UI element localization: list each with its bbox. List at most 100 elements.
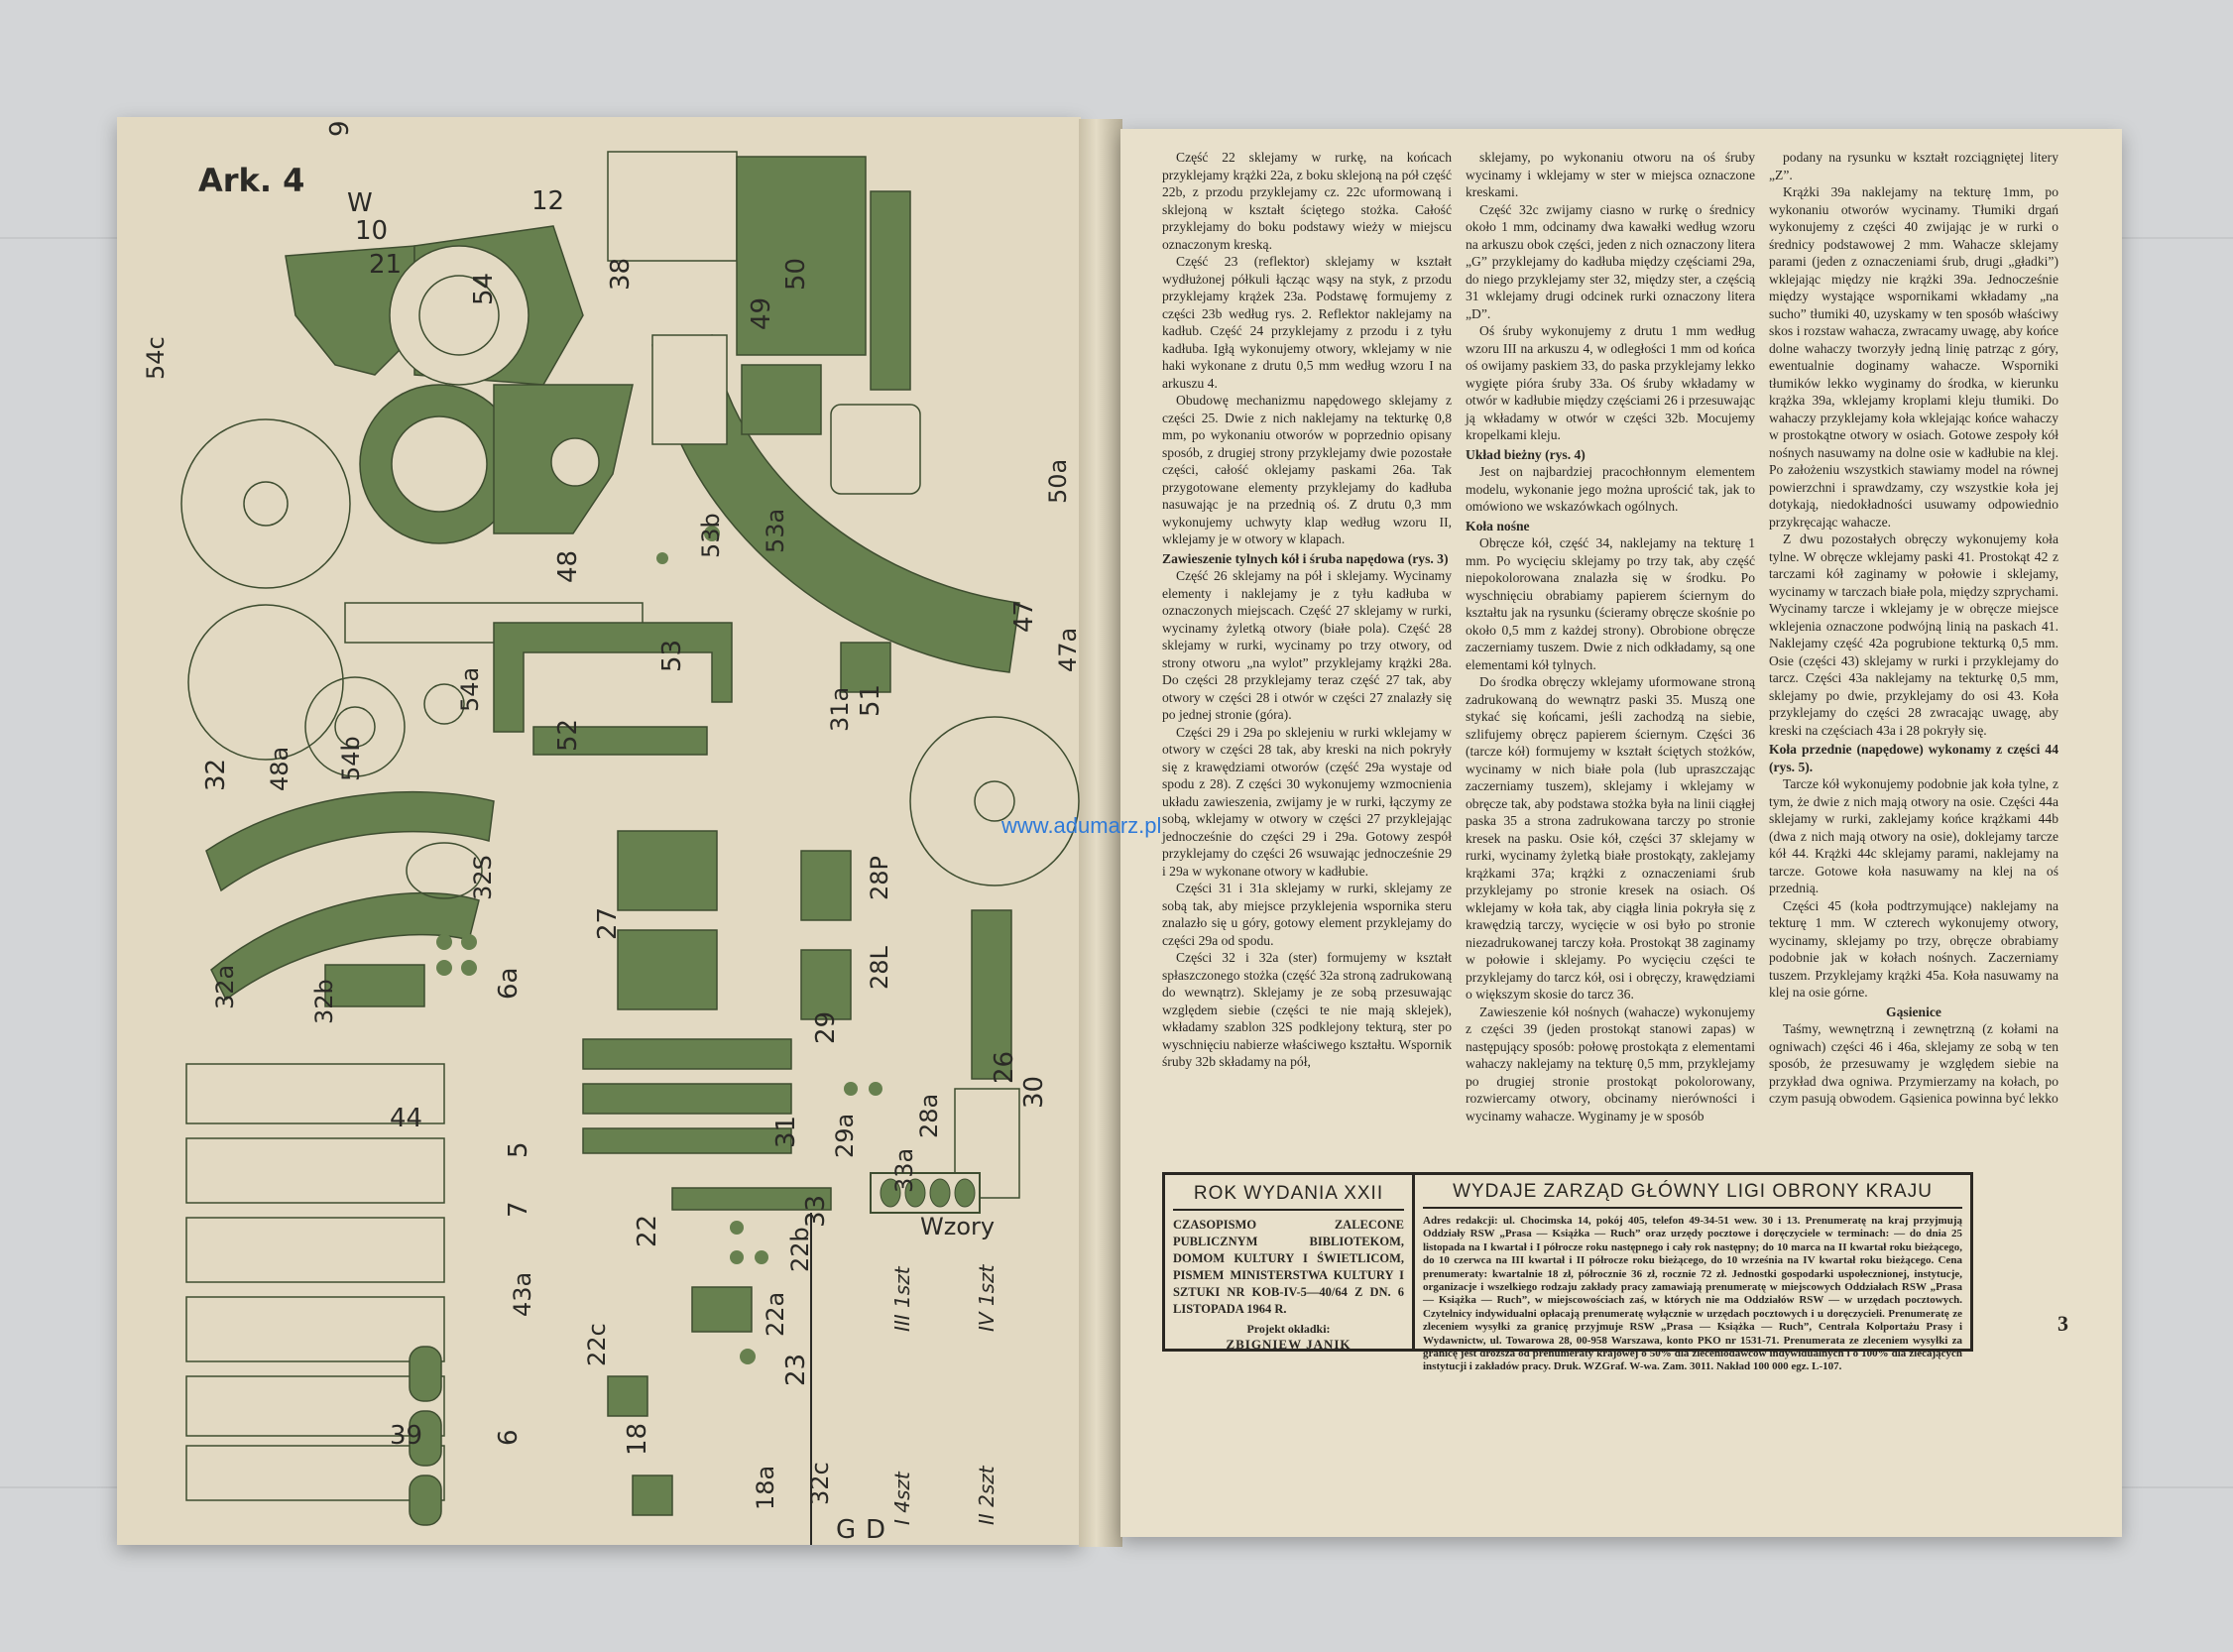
part-circle-9 (423, 683, 465, 725)
part-18 (607, 1375, 648, 1417)
part-label: 6a (494, 967, 524, 1000)
paragraph: sklejamy, po wykonaniu otworu na oś śrub… (1466, 150, 1755, 199)
part-circle-54c (180, 418, 351, 589)
part-spring-23 (691, 1286, 753, 1333)
paragraph: Do środka obręczy wklejamy uformowane st… (1466, 674, 1755, 1002)
part-label: 7 (504, 1201, 533, 1218)
part-ring-hole (391, 415, 488, 513)
sheet-title: Ark. 4 (198, 162, 305, 199)
wzory-item: II 2szt (975, 1466, 999, 1525)
part-27 (617, 830, 718, 911)
part-label: 39 (390, 1421, 423, 1451)
part-label: 48a (266, 746, 294, 791)
part-label: 9 (325, 120, 355, 137)
part-strip-44 (185, 1063, 445, 1124)
wzory-item: IV 1szt (975, 1264, 999, 1332)
part-u-53 (493, 622, 733, 733)
part-label: G (836, 1515, 857, 1545)
paragraph: Części 31 i 31a sklejamy w rurki, skleja… (1162, 881, 1452, 948)
wzory-item: I 4szt (890, 1472, 914, 1525)
part-label: 6 (494, 1429, 524, 1446)
part-label: 51 (856, 683, 885, 717)
part-30 (971, 909, 1012, 1080)
publisher-title: WYDAJE ZARZĄD GŁÓWNY LIGI OBRONY KRAJU (1423, 1181, 1962, 1209)
paragraph: Obudowę mechanizmu napędowego sklejamy z… (1162, 393, 1452, 546)
subheading: Gąsienice (1886, 1003, 1941, 1019)
text-column-1: Część 22 sklejamy w rurkę, na końcach pr… (1162, 149, 1452, 1071)
paragraph: podany na rysunku w kształt rozciągnięte… (1769, 150, 2058, 182)
wzory-item: III 1szt (890, 1266, 914, 1332)
paragraph: Oś śruby wykonujemy z drutu 1 mm według … (1466, 323, 1755, 442)
page-number: 3 (2057, 1311, 2068, 1336)
part-label: 18 (623, 1422, 652, 1456)
part-circle (550, 437, 600, 487)
part-card (651, 334, 728, 445)
imprint-box: ROK WYDANIA XXII CZASOPISMO ZALECONE PUB… (1162, 1172, 1973, 1372)
paragraph: Część 26 sklejamy na pół i sklejamy. Wyc… (1162, 568, 1452, 722)
subheading: Koła nośne (1466, 518, 1530, 533)
part-31 (582, 1127, 792, 1154)
cutout-sheet (180, 151, 1080, 1545)
part-label: 27 (593, 906, 623, 940)
subheading: Koła przednie (napędowe) wykonamy z częś… (1769, 742, 2058, 774)
part-label: 47 (1009, 599, 1039, 633)
part-label: 47a (1054, 627, 1082, 672)
part-32b (324, 964, 425, 1007)
part-circle (418, 275, 500, 356)
part-circle-47a (909, 716, 1080, 886)
part-label: 33a (890, 1147, 918, 1193)
part-rect (741, 364, 822, 435)
part-label: 44 (390, 1104, 423, 1133)
part-circle-48a (187, 604, 344, 761)
part-label: 30 (1019, 1075, 1049, 1109)
part-label: 22 (633, 1214, 662, 1247)
part-label: 54b (337, 736, 365, 781)
part-label: 54 (469, 272, 499, 305)
paragraph: Krążki 39a naklejamy na tekturę 1mm, po … (1769, 184, 2058, 530)
part-29b (582, 1083, 792, 1115)
part-label: 12 (531, 186, 565, 216)
part-label: 26 (990, 1050, 1019, 1084)
part-43a-b (409, 1410, 442, 1467)
part-27b (617, 929, 718, 1010)
part-label: 28a (915, 1093, 943, 1138)
part-label: 53a (762, 508, 789, 553)
paragraph: Części 29 i 29a po sklejeniu w rurki wkl… (1162, 724, 1452, 879)
paragraph: Obręcze kół, część 34, naklejamy na tekt… (1466, 535, 1755, 672)
part-label: 28L (866, 946, 893, 990)
imprint-right: WYDAJE ZARZĄD GŁÓWNY LIGI OBRONY KRAJU A… (1415, 1175, 1970, 1372)
part-label: 32b (310, 979, 338, 1024)
part-label: W (347, 188, 373, 218)
subheading: Układ bieżny (rys. 4) (1466, 446, 1586, 462)
part-circle-54b (304, 676, 406, 777)
part-label: 32c (806, 1462, 834, 1505)
part-32s (406, 842, 483, 899)
part-label: D (866, 1515, 886, 1545)
part-label: 53b (697, 513, 725, 558)
part-label: 50a (1044, 458, 1072, 504)
paragraph: Z dwu pozostałych obręczy wykonujemy koł… (1769, 531, 2058, 738)
part-label: 32a (211, 964, 239, 1009)
part-arc-49 (651, 334, 1020, 673)
paragraph: Części 32 i 32a (ster) formujemy w kszta… (1162, 950, 1452, 1069)
part-label: 31a (826, 686, 854, 732)
right-page (1120, 129, 2122, 1537)
part-label: 29a (831, 1113, 859, 1158)
paragraph: Tarcze kół wykonujemy podobnie jak koła … (1769, 776, 2058, 895)
subheading: Zawieszenie tylnych kół i śruba napędowa… (1162, 550, 1449, 566)
part-rect (830, 404, 921, 495)
imprint-recommendation: CZASOPISMO ZALECONE PUBLICZNYM BIBLIOTEK… (1173, 1218, 1404, 1316)
paragraph: Jest on najbardziej pracochłonnym elemen… (1466, 464, 1755, 514)
part-label: 53 (657, 639, 687, 672)
part-label: 50 (781, 257, 811, 291)
part-strip-6 (185, 1296, 445, 1362)
part-43a (409, 1346, 442, 1402)
part-label: 33 (801, 1194, 831, 1228)
magazine-gutter (1079, 119, 1122, 1547)
imprint-left: ROK WYDANIA XXII CZASOPISMO ZALECONE PUB… (1165, 1175, 1415, 1352)
part-label: 32S (469, 855, 497, 900)
part-rect (840, 642, 891, 693)
cover-label: Projekt okładki: (1246, 1322, 1331, 1336)
part-label: 49 (747, 296, 776, 330)
part-label: 18a (752, 1465, 779, 1510)
